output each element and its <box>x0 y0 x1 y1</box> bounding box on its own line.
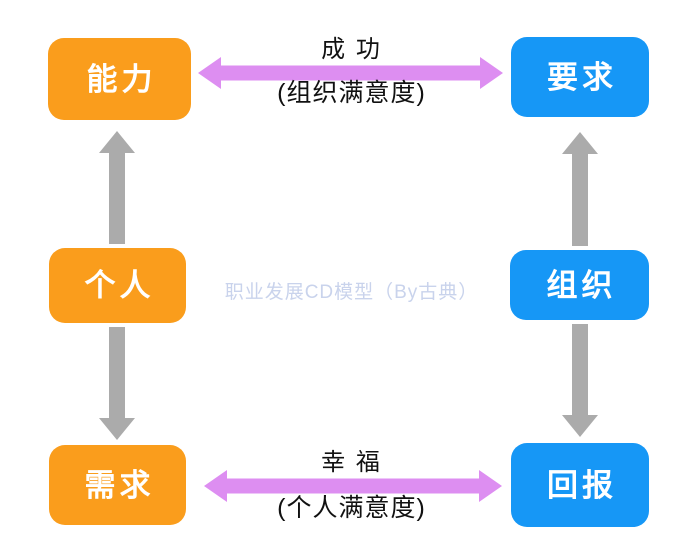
node-reward: 回报 <box>511 443 649 527</box>
gray-arrow-up-right-icon <box>562 132 598 246</box>
node-requirement-label: 要求 <box>547 59 617 95</box>
pink-double-arrow-top-icon <box>198 57 503 89</box>
gray-arrow-down-right-icon <box>562 324 598 437</box>
pink-double-arrow-bottom-icon <box>204 470 502 502</box>
node-requirement: 要求 <box>511 37 649 117</box>
node-need-label: 需求 <box>84 467 155 503</box>
gray-arrow-up-left-icon <box>99 131 135 244</box>
node-organization: 组织 <box>510 250 649 320</box>
node-ability-label: 能力 <box>86 61 157 97</box>
relation-success-sublabel: (组织满意度) <box>277 79 426 107</box>
node-ability: 能力 <box>48 38 191 120</box>
relation-success-label: 成 功 <box>321 36 382 63</box>
node-reward-label: 回报 <box>547 467 617 503</box>
node-person: 个人 <box>49 248 186 323</box>
relation-happiness-sublabel: (个人满意度) <box>277 494 426 522</box>
node-person-label: 个人 <box>84 268 155 303</box>
node-need: 需求 <box>49 445 186 525</box>
relation-happiness-label: 幸 福 <box>321 449 382 476</box>
node-organization-label: 组织 <box>546 267 617 303</box>
gray-arrow-down-left-icon <box>99 327 135 440</box>
watermark-text: 职业发展CD模型（By古典） <box>224 282 479 303</box>
